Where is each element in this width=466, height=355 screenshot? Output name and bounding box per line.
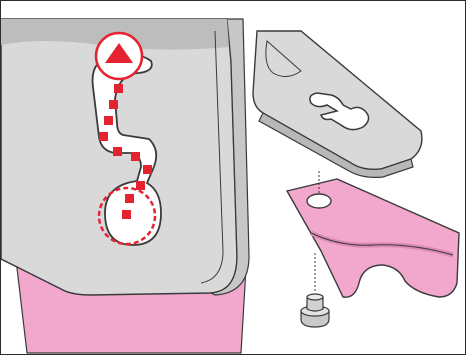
pink-blade-hole	[307, 194, 331, 208]
left-panel	[1, 19, 249, 353]
mounting-bolt-icon	[301, 294, 329, 327]
up-arrow-icon	[96, 33, 142, 79]
right-panel	[253, 31, 459, 327]
